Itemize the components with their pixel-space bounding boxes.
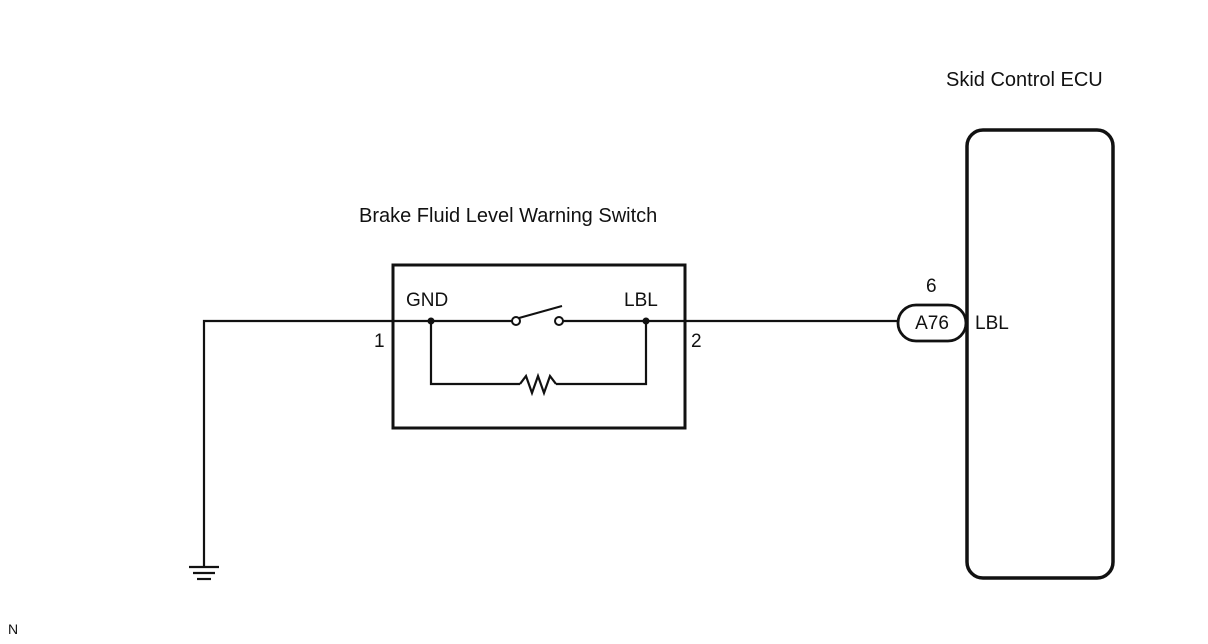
switch-title: Brake Fluid Level Warning Switch — [359, 205, 657, 227]
connector-pin-number: 6 — [926, 276, 937, 297]
switch-contact-icon — [511, 305, 564, 326]
ecu-box — [965, 128, 1115, 580]
connector-code: A76 — [915, 313, 949, 334]
ecu-pin-label: LBL — [975, 313, 1009, 334]
switch-pin-1: 1 — [374, 331, 385, 352]
resistor-bypass-wire — [429, 321, 520, 386]
switch-pin-2: 2 — [691, 331, 702, 352]
junction-gnd — [427, 317, 435, 325]
switch-box — [391, 263, 687, 430]
ground-wire — [202, 319, 393, 567]
switch-terminal-gnd: GND — [406, 290, 448, 311]
resistor-symbol — [519, 372, 557, 397]
corner-mark: N — [8, 621, 18, 637]
ground-icon — [189, 565, 219, 581]
connector-a76 — [896, 303, 968, 343]
resistor-bypass-wire-right — [556, 321, 648, 386]
switch-terminal-lbl: LBL — [624, 290, 658, 311]
junction-lbl — [642, 317, 650, 325]
ecu-title: Skid Control ECU — [946, 69, 1103, 91]
